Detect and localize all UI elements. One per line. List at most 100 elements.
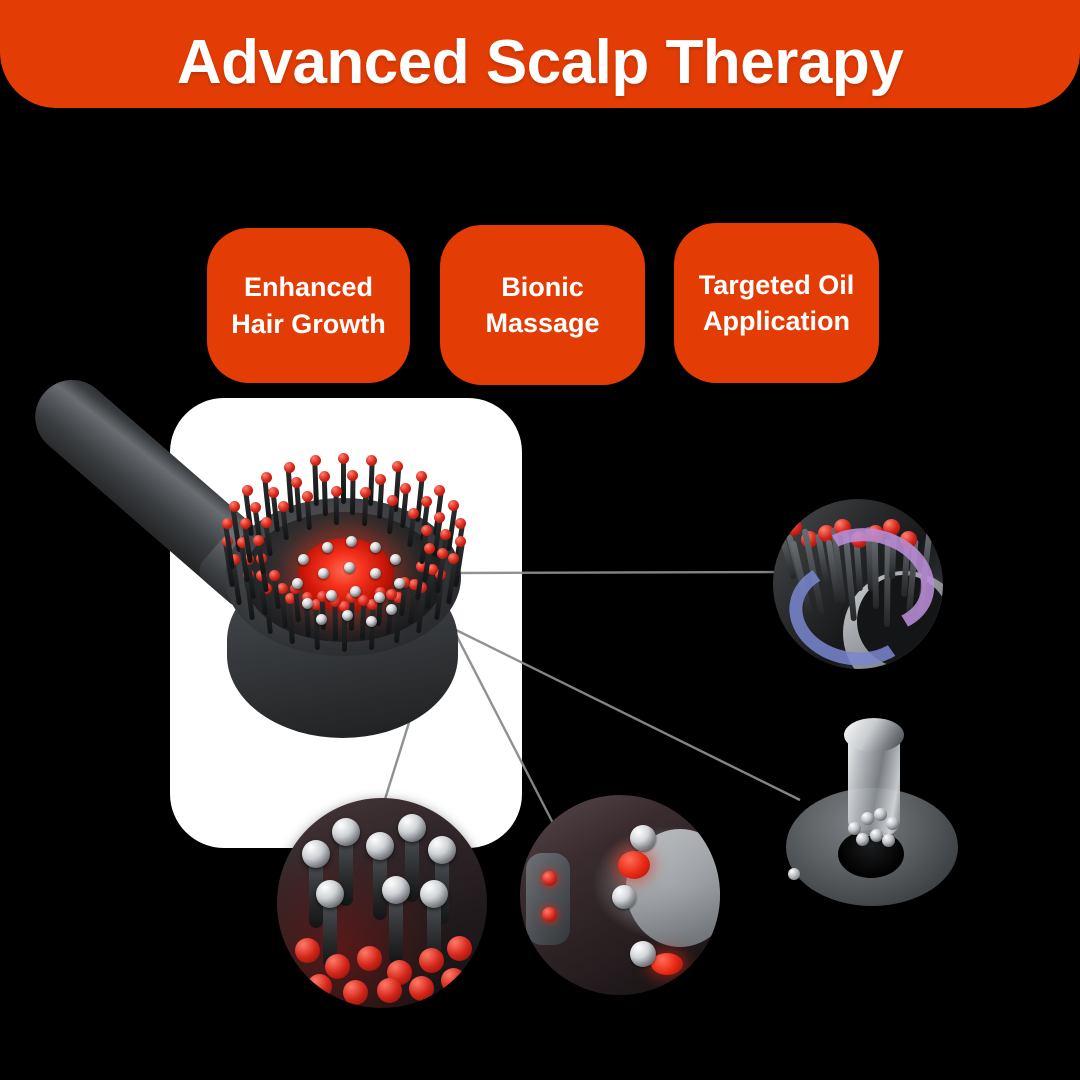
bristle-red-tip [387, 495, 399, 507]
macro-red-tip [325, 954, 350, 979]
led-indicator-icon [542, 907, 557, 922]
macro-bristle-stalk [389, 890, 403, 964]
bristle-red-tip [448, 552, 460, 564]
bristle-red-tip [268, 487, 280, 499]
macro-chrome-bead [382, 876, 410, 904]
detail-bristle-red-tip [883, 519, 901, 536]
macro-chrome-bead [398, 814, 426, 842]
bristle-red-tip [408, 508, 420, 520]
bristle-red-tip [393, 592, 405, 604]
red-led-light [651, 953, 683, 975]
bristle-red-tip [392, 461, 404, 473]
massage-bead [390, 554, 401, 565]
macro-bristle-stalk [373, 846, 387, 920]
chrome-bead [612, 885, 636, 909]
massage-bead [394, 578, 405, 589]
massage-bead [350, 586, 361, 597]
bristle-red-tip [416, 561, 428, 573]
bristle-red-tip [291, 476, 303, 488]
bristle-red-tip [366, 455, 378, 467]
side-button-strip [526, 853, 570, 945]
bristle-red-tip [366, 598, 378, 610]
macro-bristle-stalk [323, 894, 337, 968]
massage-bead [318, 568, 329, 579]
bristle-red-tip [284, 592, 296, 604]
detail-circle-led-lights [520, 795, 720, 995]
bristle-red-tip [454, 535, 466, 547]
bristle-red-tip [439, 529, 451, 541]
bristle-red-tip [415, 471, 427, 483]
bristle-red-tip [239, 518, 251, 530]
bristle-red-tip [301, 592, 313, 604]
bristle-red-tip [276, 583, 288, 595]
bristle-red-tip [283, 461, 295, 473]
macro-red-tip [419, 948, 444, 973]
title-banner: Advanced Scalp Therapy [0, 0, 1080, 108]
macro-chrome-bead [420, 880, 448, 908]
bristle-red-tip [420, 495, 432, 507]
bristle-red-tip [241, 485, 253, 497]
bristle-red-tip [318, 470, 330, 482]
detail-circle-bristle-rotation [773, 499, 943, 669]
macro-chrome-bead [366, 832, 394, 860]
bristle-red-tip [277, 501, 289, 513]
bristle-red-tip [347, 469, 359, 481]
macro-chrome-bead [316, 880, 344, 908]
massage-bead [344, 562, 355, 573]
feature-badge-label: Targeted Oil Application [698, 269, 855, 336]
macro-red-tip [447, 936, 472, 961]
bristle-red-tip [310, 598, 322, 610]
bristle [367, 460, 375, 507]
bristle-red-tip [228, 501, 240, 513]
bristle [312, 460, 320, 507]
massage-bead [346, 536, 357, 547]
page-title: Advanced Scalp Therapy [176, 28, 904, 97]
bristle-red-tip [338, 453, 349, 464]
macro-red-tip [441, 968, 466, 993]
bristle-red-tip [260, 516, 272, 528]
bristle-red-tip [222, 518, 234, 530]
massage-bead [316, 614, 327, 625]
bristle-red-tip [437, 547, 449, 559]
detail-bristle-red-tip [899, 531, 917, 548]
detail-circle-bead-macro [277, 798, 487, 1008]
feature-badge-enhanced-hair-growth[interactable]: Enhanced Hair Growth [207, 228, 410, 383]
dispenser-bead-cluster [848, 808, 902, 848]
massage-bead [298, 554, 309, 565]
bristle-red-tip [375, 473, 387, 485]
macro-red-tip [343, 980, 368, 1005]
bristle-red-tip [434, 484, 446, 496]
macro-red-tip [307, 974, 332, 999]
massage-bead [292, 578, 303, 589]
chrome-bead [630, 941, 656, 967]
bristle-red-tip [330, 485, 342, 497]
feature-badge-bionic-massage[interactable]: Bionic Massage [440, 225, 645, 385]
feature-badge-targeted-oil-application[interactable]: Targeted Oil Application [674, 223, 879, 383]
bristle-red-tip [253, 534, 265, 546]
bristle-red-tip [329, 596, 341, 608]
oil-tube-cap [844, 718, 904, 752]
detail-bristle-red-tip [817, 525, 835, 542]
bristle-red-tip [250, 501, 262, 513]
bristle-red-tip [447, 500, 459, 512]
product-image-scalp-massager [20, 364, 500, 792]
detail-bristle-red-tip [834, 519, 852, 536]
massage-bead [366, 616, 377, 627]
bristle-red-tip [423, 543, 435, 555]
feature-badge-label: Enhanced Hair Growth [231, 272, 386, 339]
bristle [341, 457, 347, 505]
massage-bead [302, 598, 313, 609]
massage-bead [374, 592, 385, 603]
macro-red-tip [409, 976, 434, 1001]
massage-bead [322, 542, 333, 553]
bristle-red-tip [260, 471, 272, 483]
macro-chrome-bead [302, 840, 330, 868]
macro-red-tip [377, 978, 402, 1003]
massage-bead [386, 604, 397, 615]
bristle-red-tip [268, 569, 280, 581]
massage-bead [342, 610, 353, 621]
bristle-red-tip [310, 455, 322, 467]
macro-chrome-bead [428, 836, 456, 864]
massage-bead [370, 568, 381, 579]
